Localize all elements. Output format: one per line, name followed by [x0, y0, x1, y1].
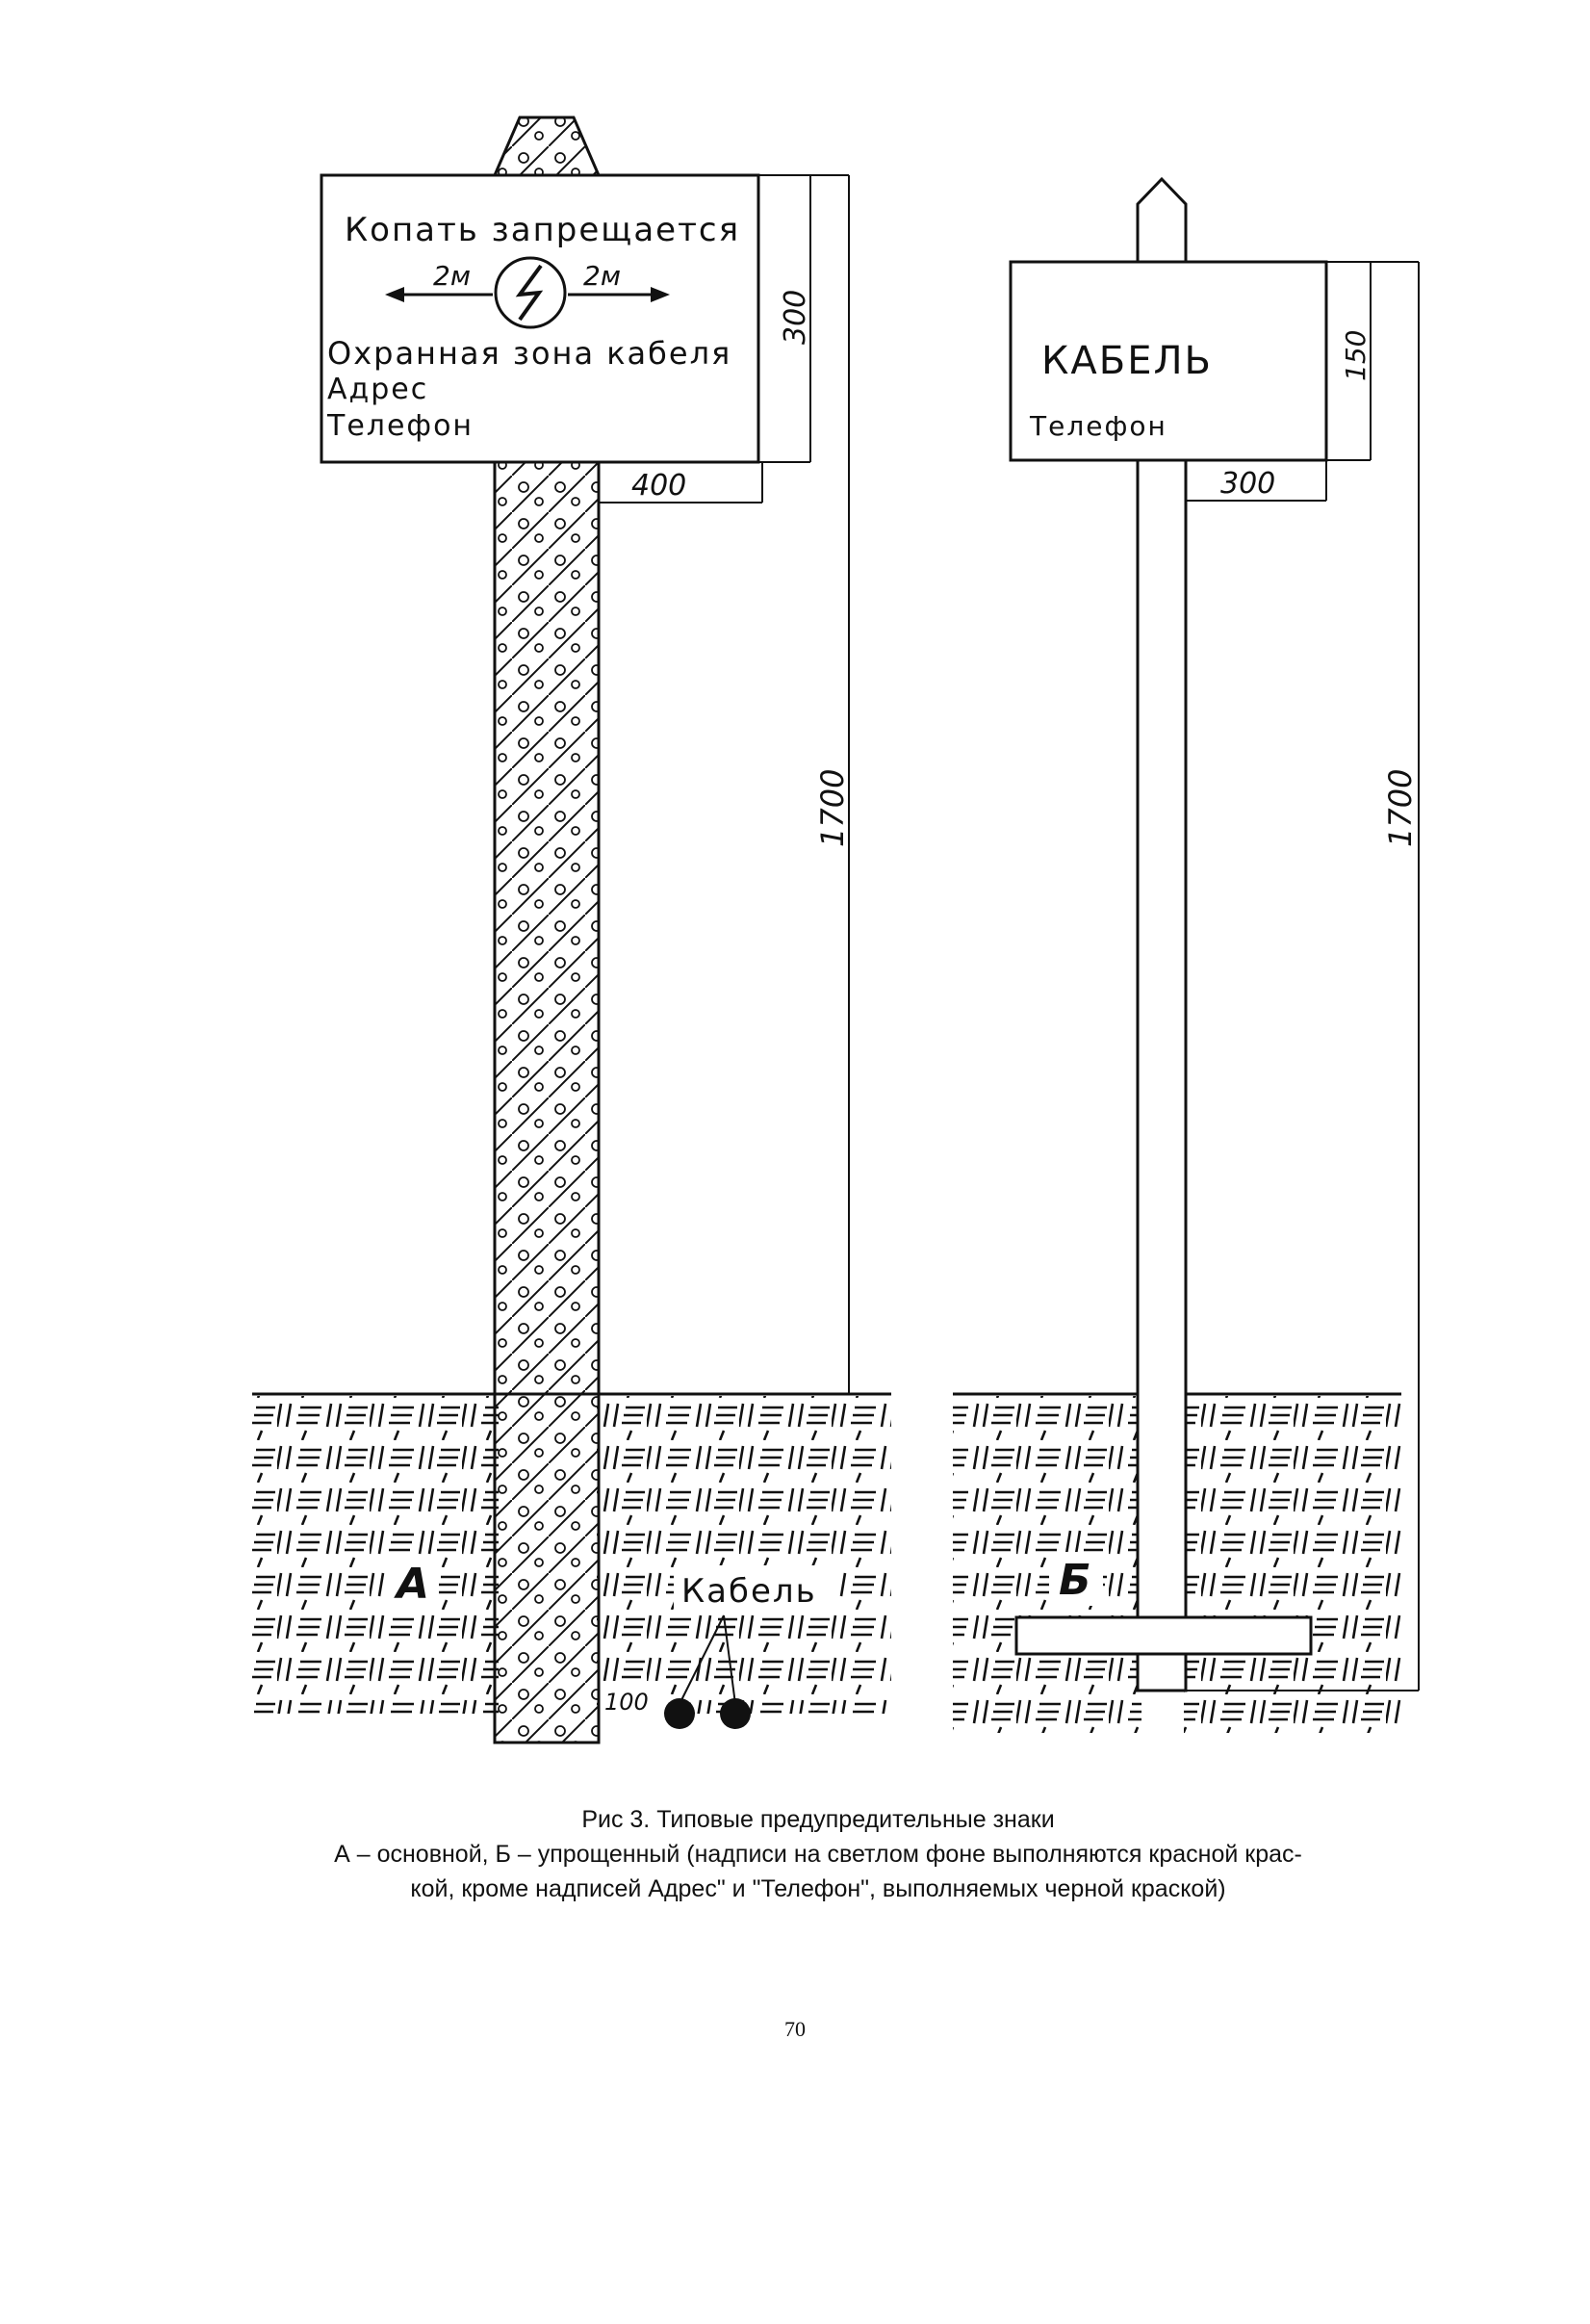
- soil-b-left: [953, 1396, 1141, 1733]
- caption-line2: А – основной, Б – упрощенный (надписи на…: [334, 1841, 1302, 1868]
- dim-a-height: 300: [779, 290, 812, 345]
- arrow-left-head: [385, 287, 404, 302]
- sign-a-line1: Копать запрещается: [345, 211, 740, 249]
- cable-depth-bg: [601, 1681, 662, 1719]
- dim-b-height: 150: [1340, 330, 1372, 381]
- soil-b-right: [1184, 1396, 1401, 1733]
- cable-pointer-2: [723, 1614, 736, 1705]
- figure-caption: Рис 3. Типовые предупредительные знаки А…: [173, 1802, 1463, 1906]
- post-a-cap: [492, 116, 602, 177]
- dim-a-total: 1700: [814, 769, 851, 847]
- post-b-cap: [1136, 176, 1188, 264]
- post-a: [493, 460, 601, 1744]
- sign-a-line2: Охранная зона кабеля: [327, 335, 731, 372]
- post-b: [1136, 260, 1188, 1692]
- post-b-base-plate: [1014, 1615, 1313, 1656]
- label-b-bg: [1049, 1552, 1103, 1606]
- sign-b-line2: Телефон: [1029, 410, 1167, 442]
- dim-b-total: 1700: [1382, 769, 1419, 847]
- lightning-icon: [515, 264, 544, 322]
- arrow-right-label: 2м: [583, 260, 621, 292]
- arrow-right-head: [651, 287, 670, 302]
- sign-a-line3: Адрес: [327, 373, 428, 406]
- soil-a-left: [252, 1396, 499, 1714]
- cable-1-icon: [664, 1698, 695, 1729]
- soil-a-right: [597, 1396, 891, 1714]
- sign-b-group: КАБЕЛЬ Телефон 150 300 1700 Б: [953, 176, 1420, 1733]
- cable-depth: 100: [604, 1689, 649, 1716]
- page-number: 70: [784, 2017, 806, 2041]
- danger-circle-icon: [494, 256, 567, 329]
- arrow-left-label: 2м: [433, 260, 471, 292]
- cable-label-bg: [674, 1565, 837, 1614]
- label-a-bg: [385, 1556, 439, 1610]
- caption-title: Рис 3. Типовые предупредительные знаки: [581, 1806, 1055, 1833]
- label-a: А: [394, 1560, 429, 1609]
- sign-b-board: [1009, 260, 1328, 462]
- label-b: Б: [1059, 1556, 1091, 1605]
- caption-line3: кой, кроме надписей Адрес" и "Телефон", …: [410, 1875, 1226, 1902]
- cable-2-icon: [720, 1698, 751, 1729]
- sign-a-group: Копать запрещается 2м 2м Охранная зона к…: [252, 116, 891, 1744]
- cable-pointer-1: [679, 1614, 725, 1705]
- cable-label: Кабель: [681, 1572, 817, 1611]
- dim-a-width: 400: [631, 469, 686, 503]
- sign-a-line4: Телефон: [326, 409, 474, 443]
- dim-b-width: 300: [1220, 467, 1275, 501]
- sign-a-board: [320, 173, 760, 464]
- sign-b-line1: КАБЕЛЬ: [1041, 339, 1213, 383]
